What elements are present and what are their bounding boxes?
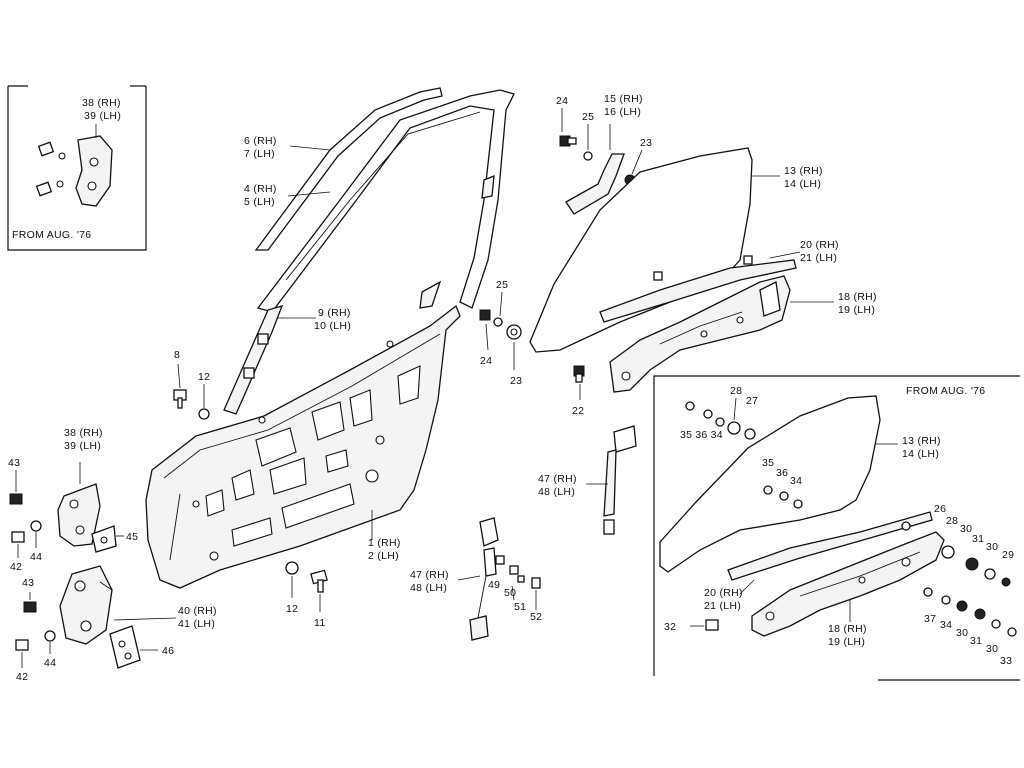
label-46: 46: [162, 645, 174, 657]
label-12-lower: 12: [286, 603, 298, 615]
inset-label-28b: 28: [946, 515, 958, 527]
label-13-14: 13 (RH)14 (LH): [784, 165, 823, 190]
upper-hinge: [57, 483, 101, 547]
inset-label-37: 37: [924, 613, 936, 625]
bolt-24-center: [479, 309, 491, 321]
label-24-center: 24: [480, 355, 492, 367]
inset-label-30b: 30: [986, 541, 998, 553]
label-43-lower: 43: [22, 577, 34, 589]
label-6-7: 6 (RH)7 (LH): [244, 135, 277, 160]
door-check-47-48: [603, 425, 637, 535]
label-44-lower: 44: [44, 657, 56, 669]
inset-label-31b: 31: [970, 635, 982, 647]
label-25-center: 25: [496, 279, 508, 291]
label-38-39: 38 (RH)39 (LH): [64, 427, 103, 452]
label-11: 11: [314, 617, 326, 629]
bolt-22: [573, 365, 585, 383]
glass-bracket-15-16: [565, 153, 625, 215]
inset-bolt-lower: [35, 180, 64, 197]
label-49: 49: [488, 579, 500, 591]
bolt-43-upper: [9, 493, 23, 505]
inset-top-left: 38 (RH)39 (LH) FROM AUG. '76: [7, 85, 147, 251]
screw-11: [310, 569, 328, 593]
screw-8: [173, 389, 187, 409]
label-23-top: 23: [640, 137, 652, 149]
label-25-top: 25: [582, 111, 594, 123]
inset-door-glass-13-14: [659, 395, 881, 573]
lower-hinge: [59, 565, 113, 645]
shim-46: [109, 625, 141, 669]
window-regulator-18-19: [609, 275, 791, 393]
inset-fasteners-upper: [685, 401, 756, 440]
inset-label-31a: 31: [972, 533, 984, 545]
inset-label-32: 32: [664, 621, 676, 633]
label-15-16: 15 (RH)16 (LH): [604, 93, 643, 118]
label-43-upper: 43: [8, 457, 20, 469]
label-24-top: 24: [556, 95, 568, 107]
bolt-24-top: [559, 135, 577, 147]
inset-label-30c: 30: [956, 627, 968, 639]
inset-label-13-14: 13 (RH)14 (LH): [902, 435, 941, 460]
inset-label-27: 27: [746, 395, 758, 407]
washer-12-lower: [285, 561, 299, 575]
inset-fasteners-right: [901, 521, 1017, 637]
inset-label-30d: 30: [986, 643, 998, 655]
inset-part-32: [705, 619, 719, 631]
bolt-42-lower: [15, 639, 29, 651]
inset-glass-channel-20-21: [727, 511, 933, 581]
washer-12-upper: [198, 408, 210, 420]
label-45: 45: [126, 531, 138, 543]
label-47-48-center: 47 (RH)48 (LH): [410, 569, 449, 594]
label-9-10: 9 (RH)10 (LH): [314, 307, 351, 332]
label-42-lower: 42: [16, 671, 28, 683]
washer-25-top: [583, 151, 593, 161]
inset-label-38-39: 38 (RH)39 (LH): [82, 97, 121, 122]
inset-regulator-18-19: [751, 531, 945, 637]
label-50: 50: [504, 587, 516, 599]
washer-44-upper: [30, 520, 42, 532]
label-22: 22: [572, 405, 584, 417]
inset-label-18-19: 18 (RH)19 (LH): [828, 623, 867, 648]
label-52: 52: [530, 611, 542, 623]
washer-25-center: [493, 317, 503, 327]
inset-label-30a: 30: [960, 523, 972, 535]
door-glass-13-14: [529, 147, 753, 353]
label-4-5: 4 (RH)5 (LH): [244, 183, 277, 208]
inset-label-34: 34: [940, 619, 952, 631]
sash-channel: [223, 305, 284, 415]
inset-fasteners-mid: [763, 485, 803, 509]
inset-label-28: 28: [730, 385, 742, 397]
label-47-48-right: 47 (RH)48 (LH): [538, 473, 577, 498]
label-51: 51: [514, 601, 526, 613]
label-12-upper: 12: [198, 371, 210, 383]
bolt-42-upper: [11, 531, 25, 543]
label-40-41: 40 (RH)41 (LH): [178, 605, 217, 630]
label-8: 8: [174, 349, 180, 361]
window-sash-frame: [254, 87, 515, 313]
inset-note-top-left: FROM AUG. '76: [12, 229, 91, 241]
label-18-19: 18 (RH)19 (LH): [838, 291, 877, 316]
inset-bolt-upper: [37, 141, 66, 160]
door-shell: [145, 304, 461, 589]
shim-45: [91, 525, 117, 553]
label-20-21: 20 (RH)21 (LH): [800, 239, 839, 264]
washer-44-lower: [44, 630, 56, 642]
label-1-2: 1 (RH)2 (LH): [368, 537, 401, 562]
bolt-43-lower: [23, 601, 37, 613]
inset-label-26: 26: [934, 503, 946, 515]
small-fasteners: [495, 555, 541, 589]
inset-label-20-21: 20 (RH)21 (LH): [704, 587, 743, 612]
inset-label-29: 29: [1002, 549, 1014, 561]
door-check-lower: [469, 517, 499, 641]
label-44-upper: 44: [30, 551, 42, 563]
inset-note-right: FROM AUG. '76: [906, 385, 985, 397]
glass-channel-20-21: [599, 255, 797, 323]
label-42-upper: 42: [10, 561, 22, 573]
inset-label-33: 33: [1000, 655, 1012, 667]
inset-label-35-36-34-b: 353634: [762, 457, 802, 487]
label-23-center: 23: [510, 375, 522, 387]
